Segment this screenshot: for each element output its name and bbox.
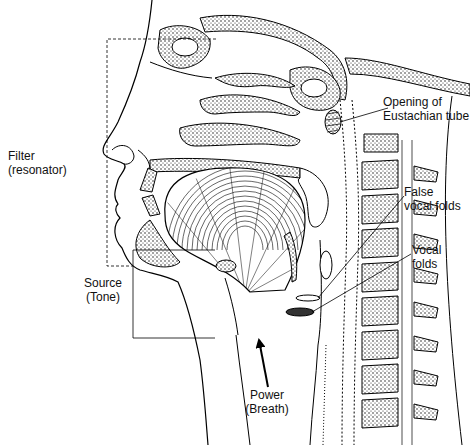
tongue-fibre-line (245, 206, 325, 295)
tongue-fibre-line (196, 179, 245, 296)
tongue-fibre-line (245, 181, 298, 295)
tongue-muscle-line (222, 221, 268, 250)
middle-turbinate (200, 95, 300, 116)
part-label: Filter (resonator) (8, 150, 74, 178)
spinous-process (414, 370, 438, 386)
larynx-back-wall (318, 240, 321, 345)
source-bracket (133, 250, 215, 338)
filter-bracket (107, 39, 216, 266)
tongue-muscle-line (192, 191, 298, 250)
part-label: Opening of Eustachian tube (383, 96, 470, 124)
leader-line (312, 254, 411, 312)
leader-line (340, 108, 388, 122)
frontal-sinus-bone (158, 26, 210, 69)
breath-arrow (259, 340, 268, 387)
tongue-outline (165, 168, 305, 292)
hyoid-bone (216, 260, 236, 272)
tongue-fibre-line (168, 203, 245, 295)
part-label: False vocal folds (404, 186, 462, 214)
pharynx-wall (352, 100, 359, 445)
frontal-sinus (172, 38, 198, 56)
spinous-process (414, 336, 438, 352)
eustachian-opening (325, 110, 341, 134)
vertebral-body (362, 364, 398, 394)
vertebral-body (362, 228, 398, 258)
atlas-vertebra (364, 134, 398, 152)
part-label: Source (Tone) (80, 277, 126, 305)
vertebral-body (362, 296, 398, 326)
tongue-muscle-line (227, 226, 263, 250)
maxilla-front (138, 150, 150, 170)
eustachian-hatch (326, 112, 340, 132)
pharynx-wall (340, 100, 347, 445)
trachea-back (310, 345, 318, 445)
vertebral-body (362, 398, 398, 428)
tongue-muscle-line (172, 171, 318, 250)
tongue-muscle-line (167, 166, 323, 250)
part-label: Vocal folds (412, 244, 450, 272)
spinous-process (414, 404, 438, 420)
upper-incisor (140, 168, 157, 192)
vocal-fold (286, 308, 314, 316)
epiglottis (284, 232, 297, 282)
neck-back (445, 96, 462, 445)
tongue-muscle-line (207, 206, 283, 250)
thyroid-cartilage (225, 278, 238, 335)
tongue-muscle-line (197, 196, 293, 250)
tongue-muscle-line (202, 201, 288, 250)
skull-base (200, 15, 347, 100)
vertebral-body (362, 330, 398, 360)
mandible (136, 220, 180, 267)
tongue-muscle-line (212, 211, 278, 250)
sphenoid-sinus (301, 79, 327, 97)
false-vocal-fold (296, 295, 320, 301)
trachea-front (236, 335, 250, 445)
spinous-process (414, 302, 438, 318)
nasal-bone (150, 62, 212, 78)
occipital-bone (345, 58, 470, 96)
tongue-muscle-line (217, 216, 273, 250)
arytenoid (320, 251, 332, 279)
spinous-process (414, 166, 438, 182)
sphenoid-bone (290, 67, 340, 110)
vertebral-body (362, 262, 398, 292)
lower-incisor (142, 195, 160, 216)
face-profile (103, 0, 208, 445)
tongue-fibre-line (245, 167, 265, 295)
superior-turbinate (215, 73, 295, 87)
esophagus-wall (323, 345, 326, 445)
nose-ala (112, 145, 134, 164)
inferior-turbinate (180, 123, 300, 146)
leader-line (318, 196, 404, 298)
vertebral-body (362, 160, 398, 190)
tongue-fill (165, 168, 305, 292)
part-label: Power (Breath) (242, 389, 292, 417)
tongue-fibre-line (230, 166, 245, 295)
